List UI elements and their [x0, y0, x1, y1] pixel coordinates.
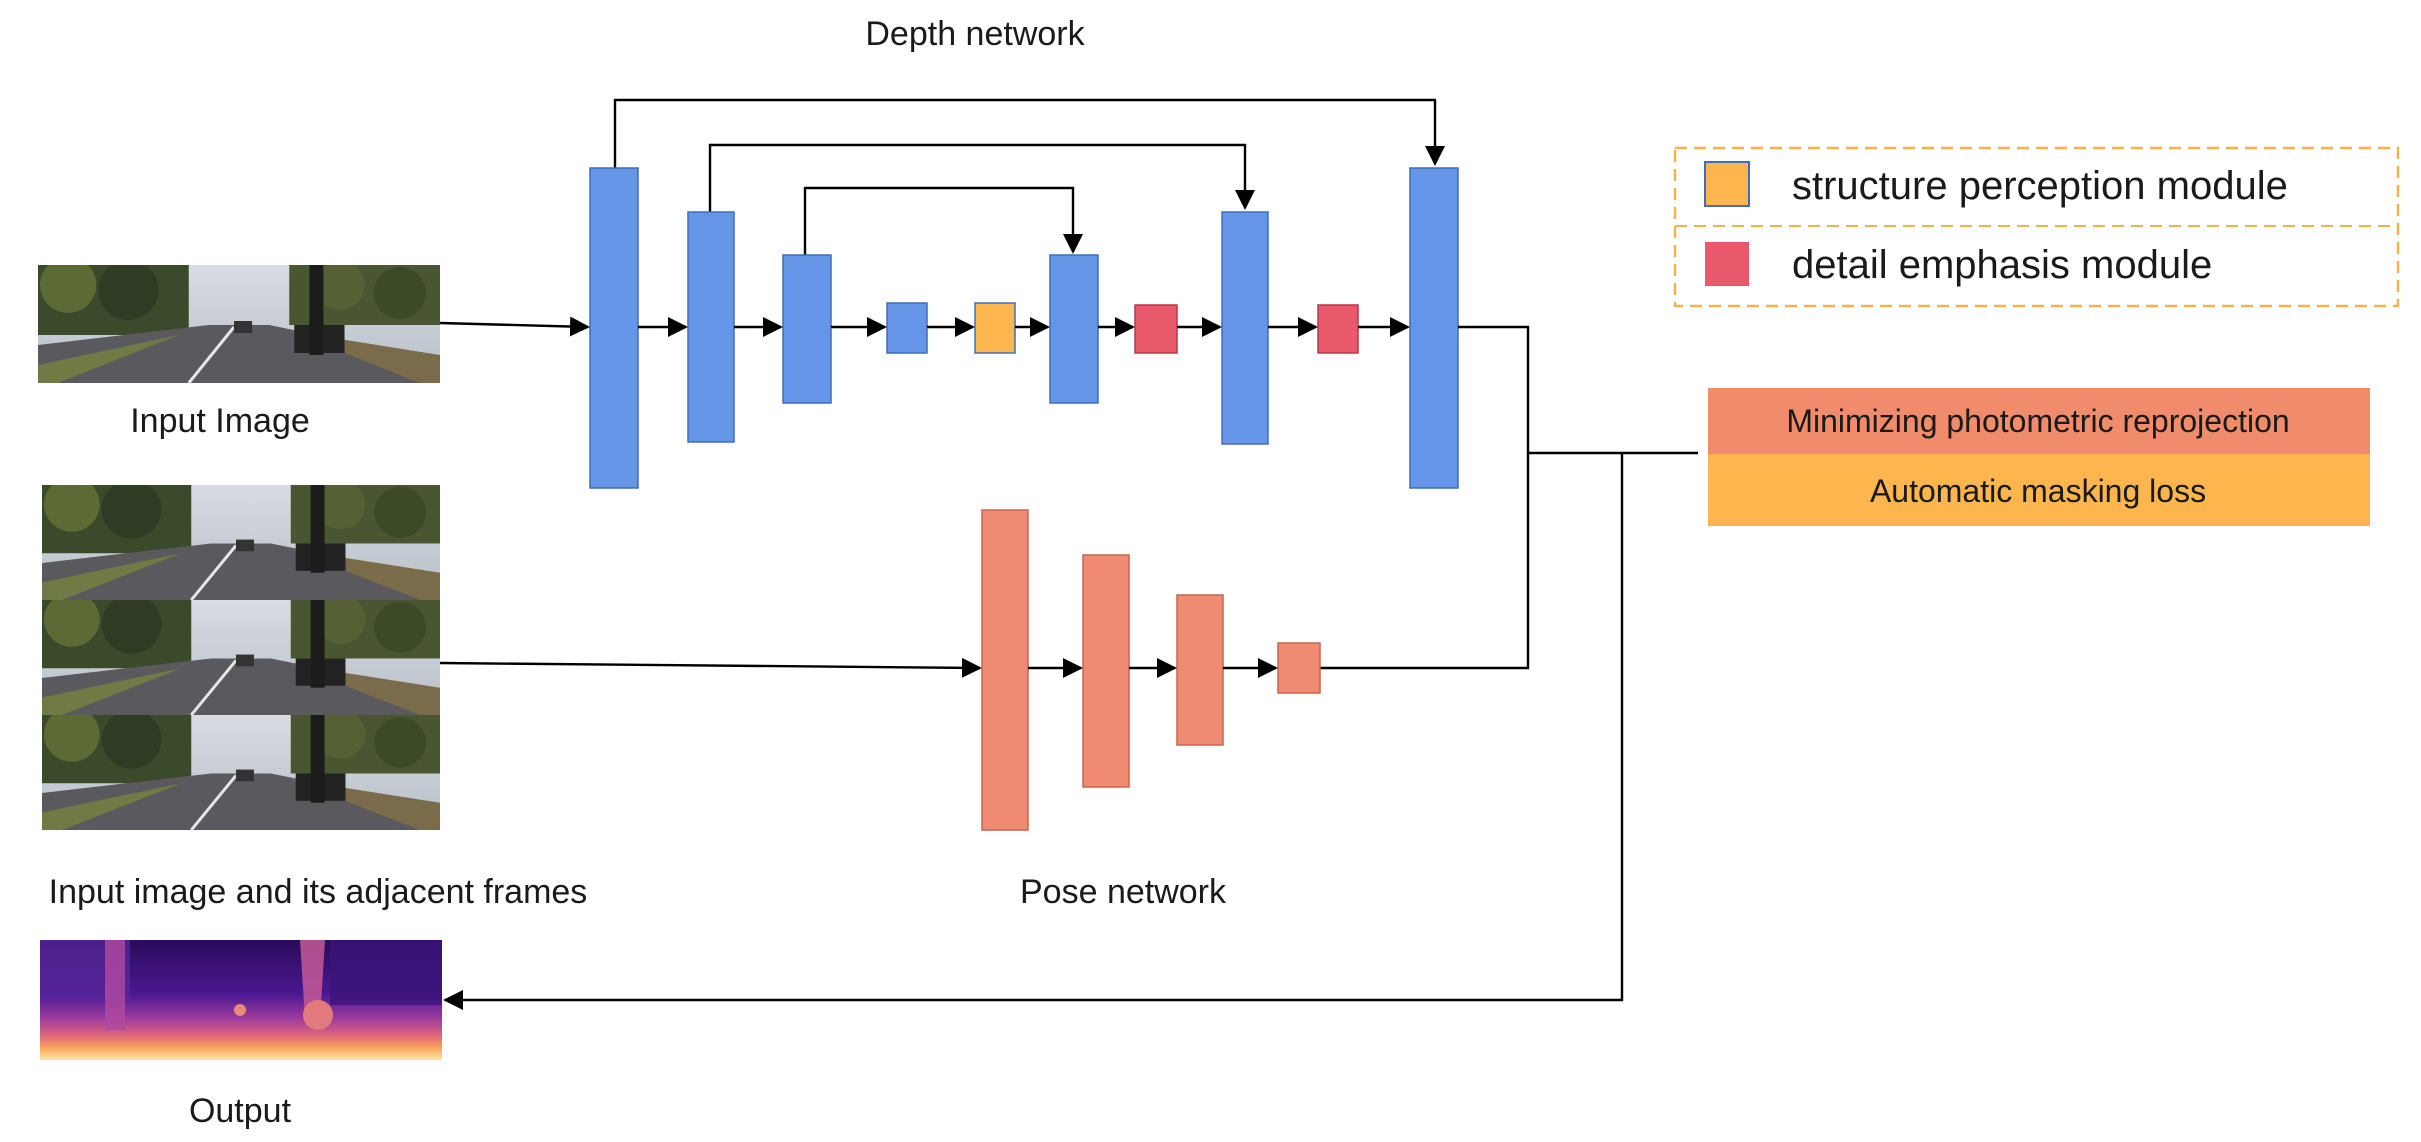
input-adjacent-label: Input image and its adjacent frames [49, 873, 588, 911]
decoder-block-3 [1409, 167, 1459, 489]
legend: structure perception module detail empha… [1673, 146, 2400, 308]
pose-flow-arrows [439, 657, 1278, 678]
input-image-thumbnail [38, 265, 440, 383]
encoder-block-4 [886, 302, 928, 354]
structure-legend-swatch [1704, 161, 1750, 207]
pose-block-1 [981, 509, 1029, 831]
pose-network [981, 509, 1321, 831]
loss-box: Minimizing photometric reprojection Auto… [1708, 388, 2370, 526]
detail-emphasis-block-2 [1317, 304, 1359, 354]
adjacent-frames [42, 485, 440, 830]
pose-block-3 [1176, 594, 1224, 746]
decoder-block-1 [1049, 254, 1099, 404]
pose-block-4 [1277, 642, 1321, 694]
detail-legend-swatch [1705, 242, 1749, 286]
frame-thumbnail-3 [42, 715, 440, 830]
input-image-label: Input Image [130, 402, 310, 440]
depth-network [589, 167, 1459, 489]
encoder-block-1 [589, 167, 639, 489]
frame-thumbnail-1 [42, 485, 440, 600]
depth-network-label: Depth network [865, 15, 1085, 53]
output-depth-map [40, 940, 442, 1060]
output-label: Output [189, 1092, 292, 1130]
structure-legend-label: structure perception module [1792, 164, 2288, 208]
pose-network-label: Pose network [1020, 873, 1227, 911]
detail-emphasis-block-1 [1134, 304, 1178, 354]
pose-block-2 [1082, 554, 1130, 788]
loss-connection [443, 451, 1698, 1010]
structure-perception-block [974, 302, 1016, 354]
loss-bottom-box [1708, 454, 2370, 526]
decoder-block-2 [1221, 211, 1269, 445]
loss-top-label: Minimizing photometric reprojection [1786, 403, 2289, 439]
depth-flow-arrows [439, 316, 1530, 670]
skip-connections [613, 98, 1445, 255]
frame-thumbnail-2 [42, 600, 440, 715]
loss-top-box [1708, 388, 2370, 454]
detail-legend-label: detail emphasis module [1792, 243, 2212, 287]
loss-bottom-label: Automatic masking loss [1870, 473, 2206, 509]
encoder-block-3 [782, 254, 832, 404]
encoder-block-2 [687, 211, 735, 443]
